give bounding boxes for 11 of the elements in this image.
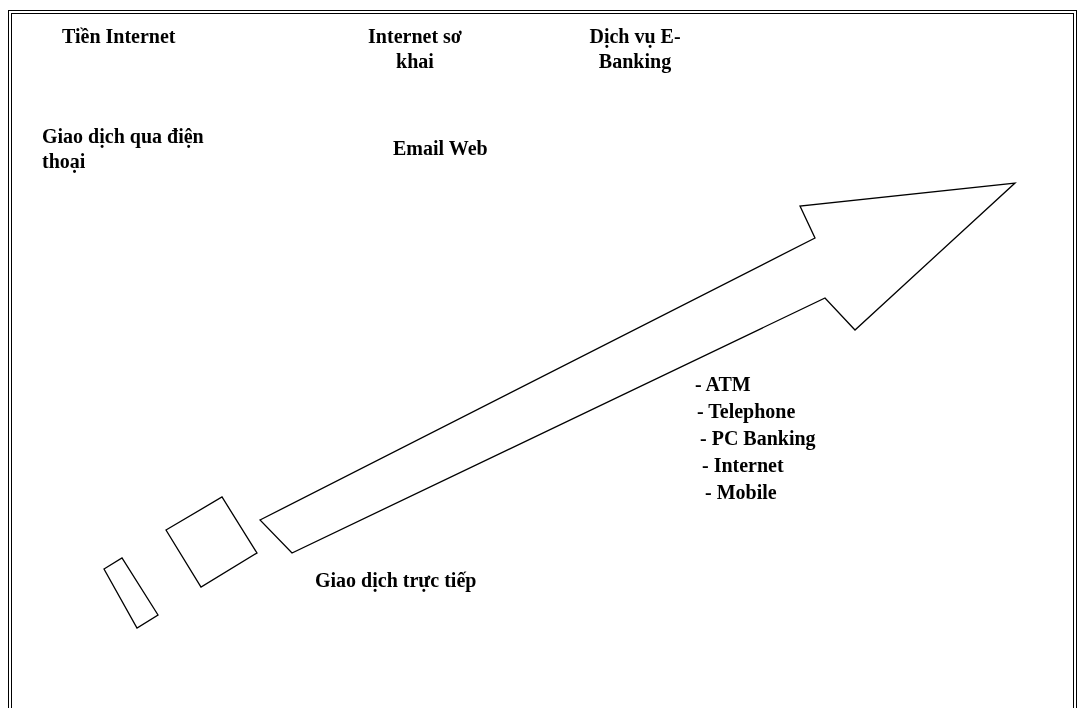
list-item: - Telephone	[697, 399, 797, 424]
channel-label: Giao dịch trực tiếp	[315, 568, 478, 593]
channel-label: Email Web	[393, 136, 489, 161]
list-item: - PC Banking	[700, 426, 817, 451]
stage-label: Dịch vụ E-Banking	[588, 24, 682, 74]
list-item: - Mobile	[705, 480, 778, 505]
stage-label: Tiền Internet	[62, 24, 177, 49]
list-item: - Internet	[702, 453, 785, 478]
stage-label: Internet sơ khai	[367, 24, 463, 74]
channel-label: Giao dịch qua điện thoại	[42, 124, 205, 174]
list-item: - ATM	[695, 372, 752, 397]
